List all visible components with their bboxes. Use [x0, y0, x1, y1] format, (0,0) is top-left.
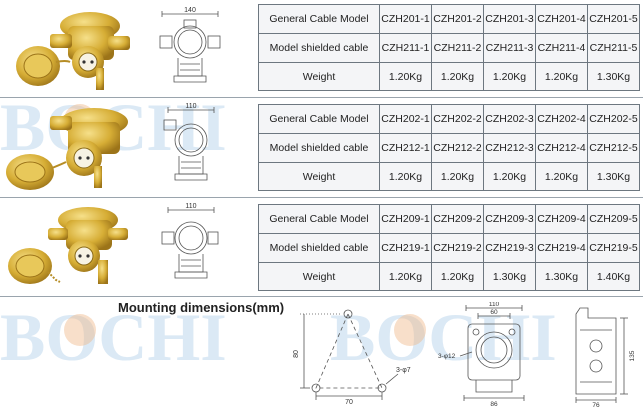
model-cell: CZH202-5	[587, 104, 640, 134]
dimension-drawing-3: 110	[161, 203, 219, 279]
model-cell: CZH201-1	[379, 4, 432, 34]
spec-table-1: General Cable Model CZH201-1 CZH201-2 CZ…	[258, 4, 640, 91]
row-label: General Cable Model	[258, 104, 380, 134]
model-cell: CZH201-5	[587, 4, 640, 34]
model-cell: CZH219-1	[379, 233, 432, 263]
model-cell: CZH202-3	[483, 104, 536, 134]
model-cell: CZH201-2	[431, 4, 484, 34]
model-cell: CZH202-1	[379, 104, 432, 134]
weight-cell: 1.20Kg	[483, 62, 536, 91]
row-label: Model shielded cable	[258, 133, 380, 163]
spec-table-2: General Cable Model CZH202-1 CZH202-2 CZ…	[258, 104, 640, 191]
mounting-triangle-drawing: 80 70 3-φ7	[293, 309, 411, 406]
weight-cell: 1.20Kg	[379, 262, 432, 291]
product-photo-1	[16, 12, 130, 90]
weight-cell: 1.30Kg	[535, 262, 588, 291]
weight-cell: 1.30Kg	[483, 262, 536, 291]
model-cell: CZH219-5	[587, 233, 640, 263]
row-label: Weight	[258, 62, 380, 91]
model-cell: CZH202-2	[431, 104, 484, 134]
row-label: General Cable Model	[258, 4, 380, 34]
model-cell: CZH202-4	[535, 104, 588, 134]
model-cell: CZH212-3	[483, 133, 536, 163]
weight-cell: 1.30Kg	[587, 62, 640, 91]
dimension-label: 135	[629, 350, 636, 361]
section-divider	[0, 296, 643, 297]
model-cell: CZH219-2	[431, 233, 484, 263]
dimension-label: 110	[185, 103, 196, 110]
model-cell: CZH201-4	[535, 4, 588, 34]
row-label: Weight	[258, 262, 380, 291]
mounting-side-drawing: 135 76	[575, 307, 636, 408]
model-cell: CZH209-1	[379, 204, 432, 234]
mounting-front-drawing: 110 60 3-φ12 86	[438, 302, 525, 408]
weight-cell: 1.20Kg	[431, 262, 484, 291]
row-label: Weight	[258, 162, 380, 191]
row-label: General Cable Model	[258, 204, 380, 234]
dimension-label: 110	[489, 302, 500, 308]
product-photo-3	[8, 207, 128, 284]
spec-table-3: General Cable Model CZH209-1 CZH209-2 CZ…	[258, 204, 640, 291]
weight-cell: 1.20Kg	[379, 62, 432, 91]
model-cell: CZH209-3	[483, 204, 536, 234]
dimension-label: 86	[490, 401, 498, 408]
weight-cell: 1.20Kg	[431, 162, 484, 191]
dimension-label: 140	[184, 7, 196, 14]
row-label: Model shielded cable	[258, 233, 380, 263]
model-cell: CZH211-5	[587, 33, 640, 63]
product-photo-2	[6, 108, 128, 190]
model-cell: CZH212-2	[431, 133, 484, 163]
model-cell: CZH211-4	[535, 33, 588, 63]
model-cell: CZH201-3	[483, 4, 536, 34]
watermark-sun-icon	[64, 314, 96, 346]
mounting-title: Mounting dimensions(mm)	[118, 300, 285, 315]
model-cell: CZH212-4	[535, 133, 588, 163]
dimension-label: 60	[490, 309, 498, 316]
weight-cell: 1.20Kg	[379, 162, 432, 191]
model-cell: CZH209-2	[431, 204, 484, 234]
model-cell: CZH219-4	[535, 233, 588, 263]
section-divider	[0, 97, 643, 98]
row-label: Model shielded cable	[258, 33, 380, 63]
weight-cell: 1.30Kg	[587, 162, 640, 191]
model-cell: CZH211-3	[483, 33, 536, 63]
model-cell: CZH219-3	[483, 233, 536, 263]
dimension-label: 80	[293, 350, 300, 358]
dimension-label: 76	[592, 402, 600, 408]
dimension-label: 110	[185, 203, 196, 210]
model-cell: CZH212-1	[379, 133, 432, 163]
dimension-drawing-2: 110	[163, 103, 215, 181]
section-divider	[0, 197, 643, 198]
model-cell: CZH211-1	[379, 33, 432, 63]
model-cell: CZH211-2	[431, 33, 484, 63]
weight-cell: 1.20Kg	[535, 62, 588, 91]
dimension-label: 3-φ12	[438, 353, 456, 360]
dimension-drawing-1: 140	[159, 7, 221, 83]
weight-cell: 1.20Kg	[431, 62, 484, 91]
model-cell: CZH212-5	[587, 133, 640, 163]
weight-cell: 1.20Kg	[483, 162, 536, 191]
weight-cell: 1.20Kg	[535, 162, 588, 191]
weight-cell: 1.40Kg	[587, 262, 640, 291]
dimension-label: 3-φ7	[396, 367, 411, 374]
dimension-label: 70	[345, 399, 353, 406]
model-cell: CZH209-4	[535, 204, 588, 234]
model-cell: CZH209-5	[587, 204, 640, 234]
